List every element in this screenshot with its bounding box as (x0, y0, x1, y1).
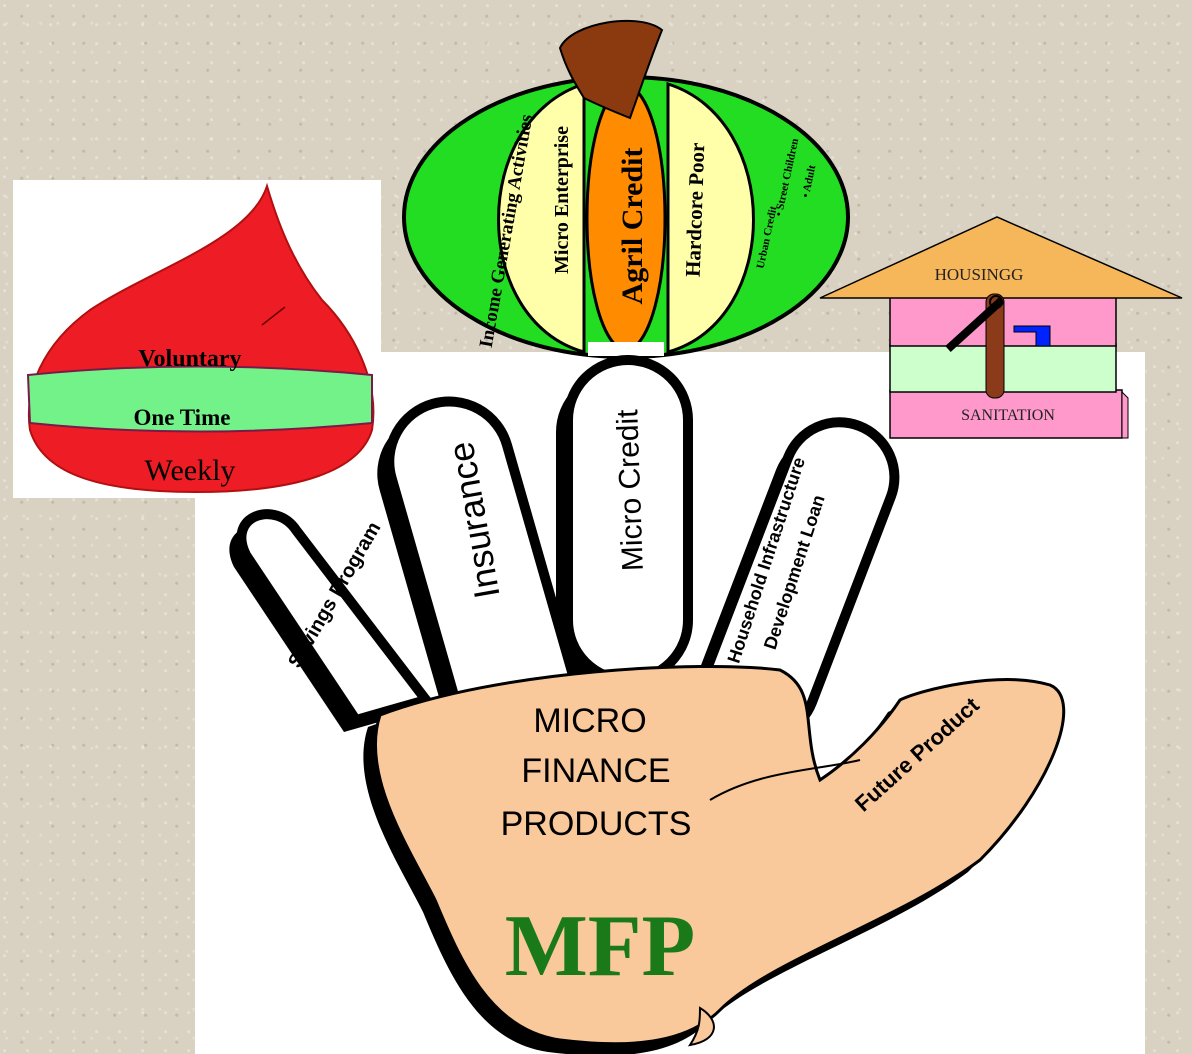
drop-band-label: One Time (134, 405, 231, 430)
palm-line-1: MICRO (533, 702, 646, 740)
palm-curl (687, 1006, 715, 1047)
pumpkin-stem (558, 19, 664, 120)
house-roof (819, 216, 1183, 299)
drop-highlight (261, 306, 286, 326)
pumpkin-segment-left (497, 81, 586, 354)
tap-icon (1013, 325, 1051, 347)
pipe-icon (985, 293, 1005, 399)
house-base-label: SANITATION (961, 407, 1055, 424)
housing-sanitation: HOUSINGG SANITATION (819, 216, 1183, 439)
palm-line-3: PRODUCTS (501, 805, 692, 843)
drop-band (26, 365, 373, 433)
palm-line-2: FINANCE (521, 752, 670, 790)
segment-label-hardcore-poor: Hardcore Poor (681, 142, 710, 277)
finger-label-micro-credit: Micro Credit (611, 408, 650, 571)
drop-bottom-label: Weekly (145, 454, 236, 487)
savings-drop: Voluntary One Time Weekly (26, 182, 375, 494)
drop-top-label: Voluntary (138, 346, 241, 372)
house-roof-label: HOUSINGG (935, 265, 1024, 284)
segment-label-agril-credit: Agril Credit (616, 148, 649, 305)
credit-pumpkin: Income Generating Activities Micro Enter… (402, 19, 850, 359)
pumpkin-segment-right (666, 81, 755, 354)
mfp-acronym: MFP (505, 898, 696, 995)
palm (374, 664, 1066, 1046)
segment-label-micro-enterprise: Micro Enterprise (551, 126, 573, 274)
palm-crease (709, 759, 861, 801)
hand: Savings Program Insurance Micro Credit H… (229, 355, 1066, 1054)
finger-savings (236, 509, 435, 726)
